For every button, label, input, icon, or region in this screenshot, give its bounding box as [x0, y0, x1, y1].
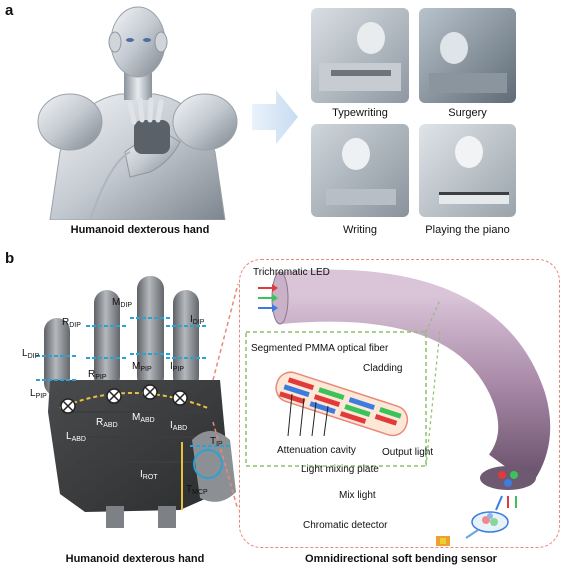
piano-image: [419, 124, 516, 217]
panel-a-letter: a: [5, 2, 14, 19]
optical-fiber-figure: [245, 269, 551, 546]
app-label-writing: Writing: [342, 224, 378, 236]
label-chromatic-detector: Chromatic detector: [303, 520, 388, 531]
panel-b-hand-caption: Humanoid dexterous hand: [65, 553, 205, 565]
label-r-abd: RABD: [96, 417, 118, 430]
label-m-dip: MDIP: [112, 297, 133, 310]
typewriting-image: [311, 8, 409, 103]
label-i-pip: IPIP: [170, 361, 185, 374]
label-i-abd: IABD: [170, 420, 188, 433]
app-label-piano: Playing the piano: [425, 224, 510, 236]
panel-a-left-caption: Humanoid dexterous hand: [70, 224, 210, 236]
robot-figure: [37, 6, 238, 220]
label-mix-light: Mix light: [339, 490, 376, 501]
sensor-dashed-frame: [239, 259, 560, 548]
label-r-pip: RPIP: [88, 369, 107, 382]
app-label-typewriting: Typewriting: [332, 107, 388, 119]
label-segmented-fiber: Segmented PMMA optical fiber: [251, 343, 389, 354]
label-t-ip: TIP: [210, 436, 223, 449]
writing-image: [311, 124, 409, 217]
label-i-dip: IDIP: [190, 314, 205, 327]
panel-b-sensor-caption: Omnidirectional soft bending sensor: [305, 553, 497, 565]
label-m-abd: MABD: [132, 412, 155, 425]
label-light-mixing-plate: Light mixing plate: [301, 464, 379, 475]
panel-b-letter: b: [5, 250, 15, 267]
label-l-abd: LABD: [66, 431, 86, 444]
robotic-hand-figure: [36, 276, 239, 528]
app-label-surgery: Surgery: [448, 107, 487, 119]
label-trichromatic-led: Trichromatic LED: [253, 267, 330, 278]
label-l-dip: LDIP: [22, 348, 40, 361]
label-r-dip: RDIP: [62, 317, 81, 330]
label-attenuation-cavity: Attenuation cavity: [277, 445, 356, 456]
arrow-icon: [252, 90, 298, 144]
label-l-pip: LPIP: [30, 388, 47, 401]
surgery-image: [419, 8, 516, 103]
label-m-pip: MPIP: [132, 361, 152, 374]
label-output-light: Output light: [382, 447, 434, 458]
label-cladding: Cladding: [363, 363, 403, 374]
label-i-rot: IROT: [140, 469, 158, 482]
label-t-mcp: TMCP: [186, 484, 208, 497]
